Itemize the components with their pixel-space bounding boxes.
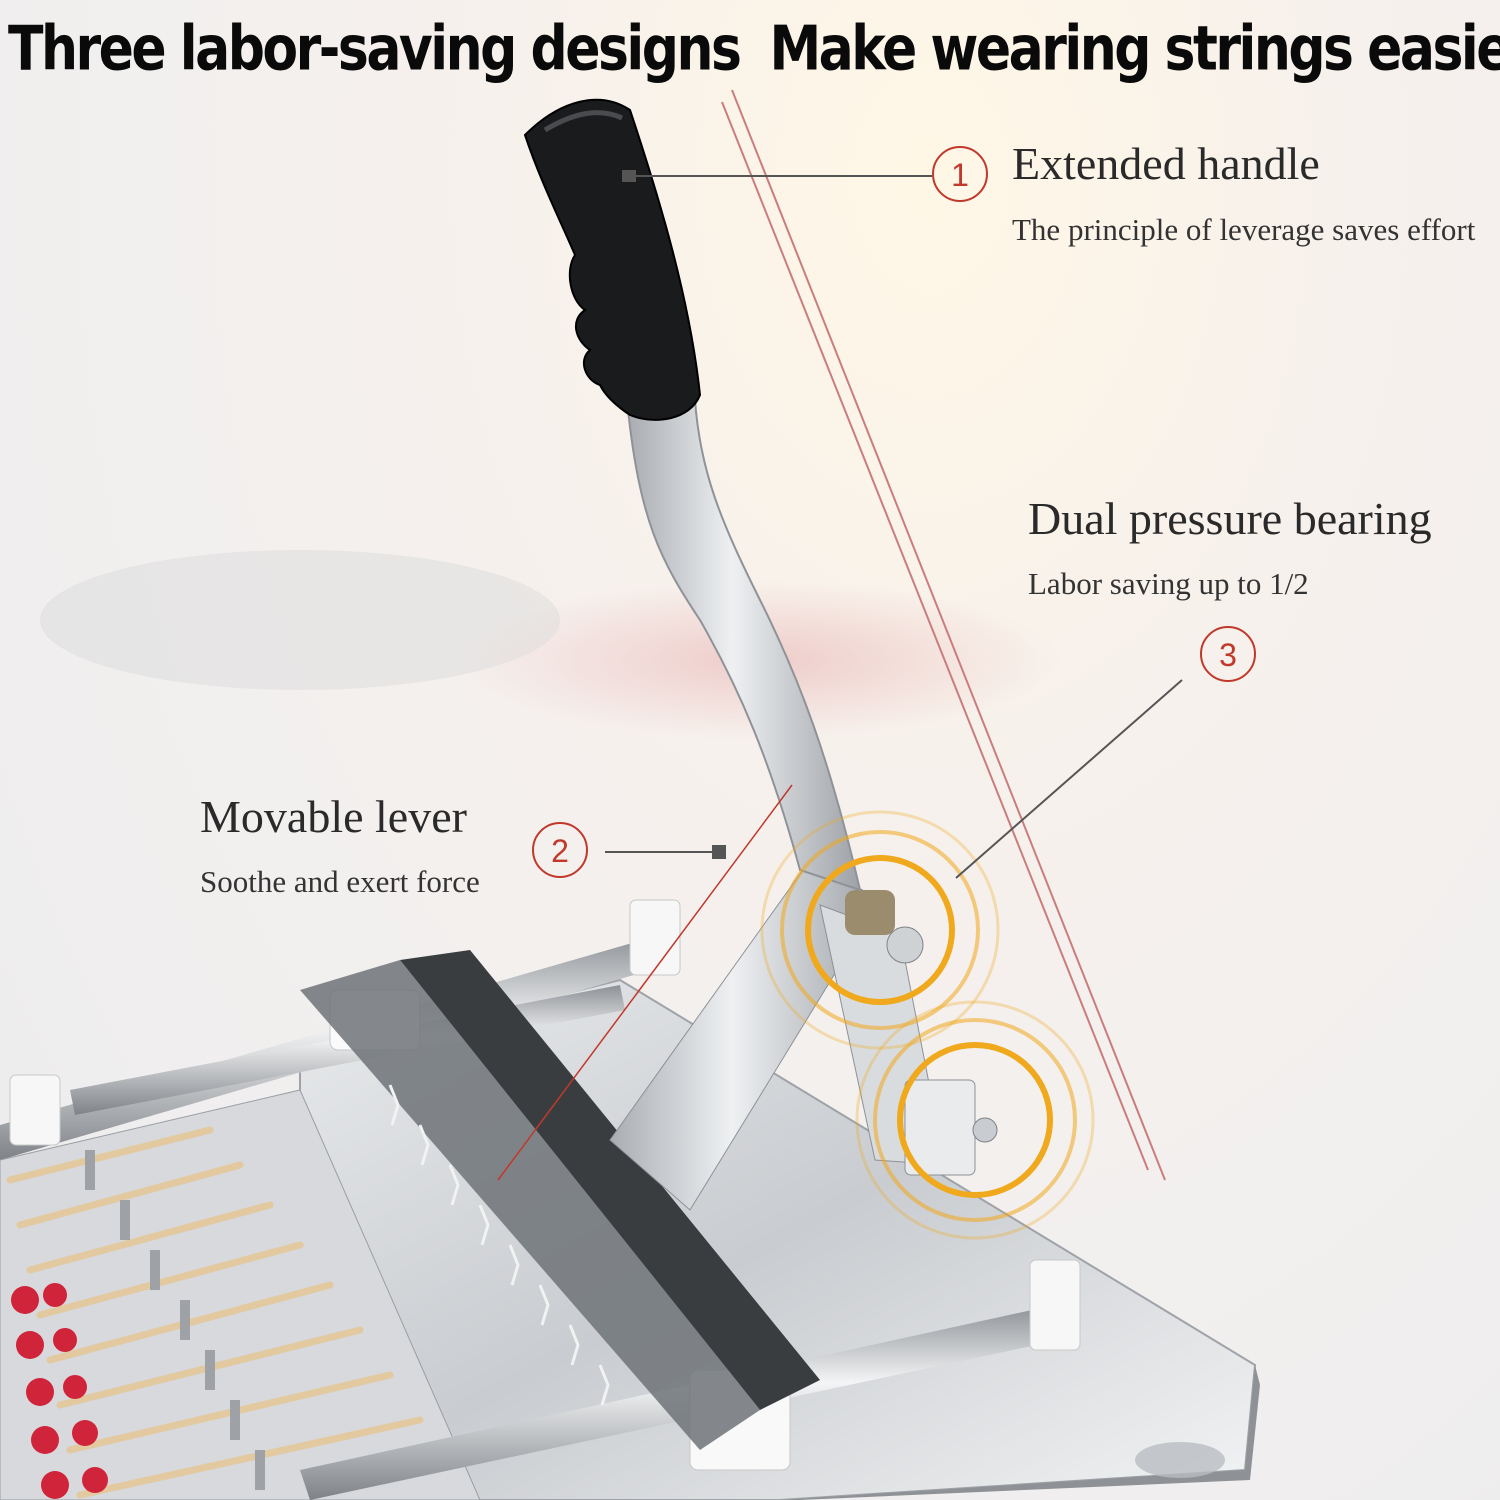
feature-3-description: Labor saving up to 1/2 [1028,566,1309,601]
bearing-highlight-upper [760,810,1000,1050]
callout-2: 2 [532,822,726,878]
black-grip [523,98,702,421]
headline-left: Three labor-saving designs [8,14,742,85]
headline-right: Make wearing strings easier [769,14,1500,85]
feature-2-title: Movable lever [200,791,467,842]
feature-2-description: Soothe and exert force [200,864,480,899]
feature-1-description: The principle of leverage saves effort [1012,212,1476,247]
feature-3-title: Dual pressure bearing [1028,493,1432,544]
feature-1-title: Extended handle [1012,138,1320,189]
callout-number-1: 1 [951,157,969,193]
guide-line [731,89,1166,1181]
callout-3: 3 [955,626,1256,879]
background-blur [40,550,560,690]
pusher-plate [300,950,820,1450]
guide-line [497,784,793,1181]
grip-highlight [543,110,624,133]
suction-foot [1135,1442,1225,1478]
callout-number-3: 3 [1219,637,1237,673]
handle-shaft [626,398,862,892]
guide-line [721,101,1149,1171]
bearing-highlight-lower [855,1000,1095,1240]
callout-1: 1 [622,146,988,202]
skewer-tray [0,1089,481,1500]
callout-number-2: 2 [551,833,569,869]
headline: Three labor-saving designs Make wearing s… [8,14,1500,108]
